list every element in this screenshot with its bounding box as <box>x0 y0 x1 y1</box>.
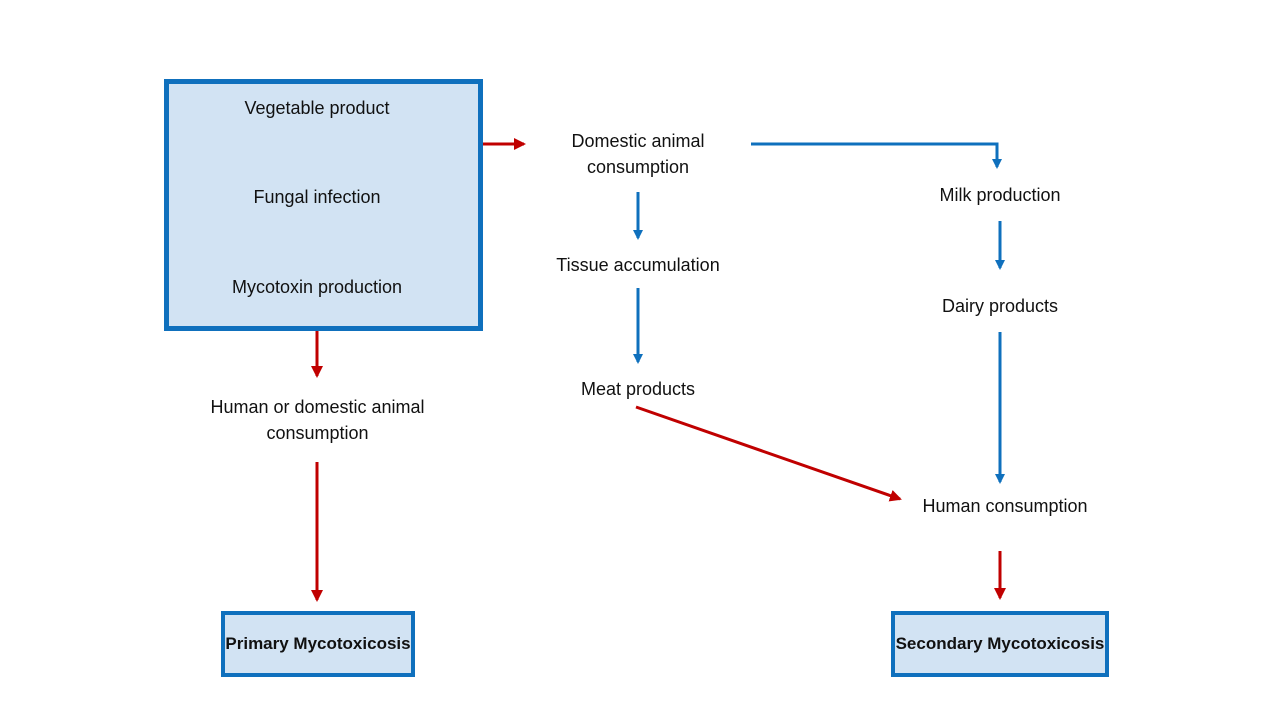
outcome-primary-label: Primary Mycotoxicosis <box>225 634 411 653</box>
node-domestic-animal-consumption: Domestic animal consumption <box>571 131 705 177</box>
node-human-consumption: Human consumption <box>922 496 1088 516</box>
outcome-secondary-mycotoxicosis: Secondary Mycotoxicosis <box>891 611 1109 677</box>
outcome-primary-mycotoxicosis: Primary Mycotoxicosis <box>221 611 415 677</box>
node-human-or-domestic-animal-consumption: Human or domestic animal consumption <box>210 397 425 443</box>
source-process-box <box>164 79 483 331</box>
node-meat-products: Meat products <box>580 379 696 399</box>
outcome-secondary-label: Secondary Mycotoxicosis <box>895 634 1105 653</box>
node-milk-production: Milk production <box>939 185 1061 205</box>
node-mycotoxin-production: Mycotoxin production <box>231 277 403 297</box>
node-tissue-accumulation: Tissue accumulation <box>556 255 720 275</box>
node-fungal-infection: Fungal infection <box>253 187 381 207</box>
node-dairy-products: Dairy products <box>941 296 1059 316</box>
node-vegetable-product: Vegetable product <box>244 98 390 118</box>
arrow-domestic-animal-to-milk <box>751 142 1002 169</box>
arrow-meat-to-human <box>635 405 902 502</box>
